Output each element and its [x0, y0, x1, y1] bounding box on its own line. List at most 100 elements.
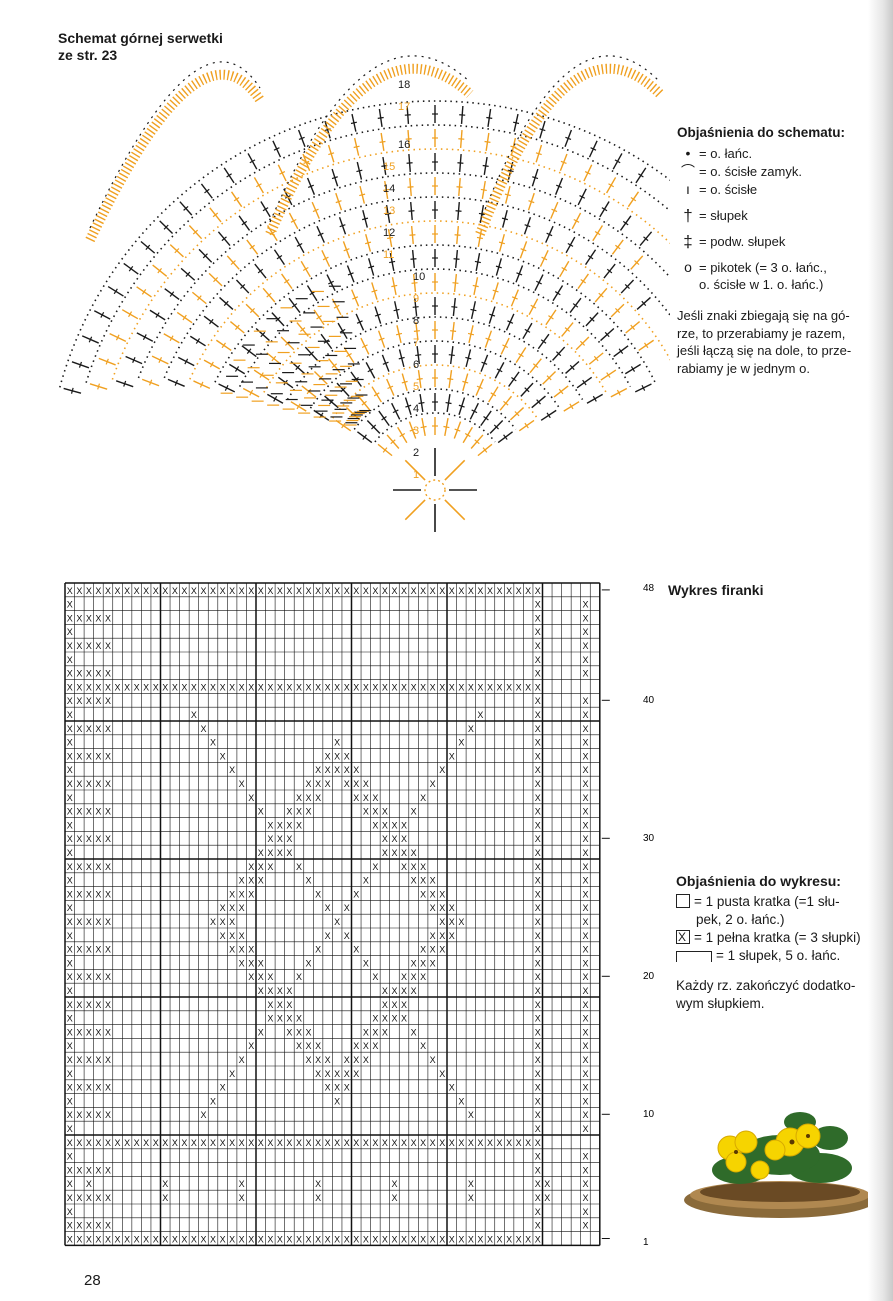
filled-cell-mark: X [544, 1179, 550, 1189]
filled-cell-mark: X [439, 765, 445, 775]
filled-cell-mark: X [535, 1110, 541, 1120]
filled-cell-mark: X [239, 1138, 245, 1148]
filled-cell-mark: X [258, 682, 264, 692]
filled-cell-mark: X [363, 958, 369, 968]
legend-full-cell: = 1 pełna kratka (= 3 słupki) [676, 929, 891, 947]
row-labels: 48 40 30 20 10 1 [643, 583, 655, 1248]
crochet-motif-diagram: 123456789101112131415161718 [50, 20, 670, 560]
filled-cell-mark: X [439, 889, 445, 899]
filled-cell-mark: X [76, 1221, 82, 1231]
filled-cell-mark: X [372, 586, 378, 596]
filled-cell-mark: X [306, 1041, 312, 1051]
filled-cell-mark: X [535, 779, 541, 789]
filled-cell-mark: X [506, 682, 512, 692]
filled-cell-mark: X [95, 1221, 101, 1231]
filled-cell-mark: X [277, 1014, 283, 1024]
filled-cell-mark: X [420, 1138, 426, 1148]
filled-cell-mark: X [95, 917, 101, 927]
filled-cell-mark: X [372, 862, 378, 872]
filled-cell-mark: X [67, 1041, 73, 1051]
filled-cell-mark: X [315, 793, 321, 803]
grid-filled-cells: X X X X X X X X X X X X X X X X X X X X X X X X X X X X X X X X X X X X X X X X… [67, 586, 589, 1245]
filled-cell-mark: X [535, 848, 541, 858]
filled-cell-mark: X [296, 1234, 302, 1244]
filled-cell-mark: X [191, 682, 197, 692]
filled-cell-mark: X [535, 862, 541, 872]
filled-cell-mark: X [258, 807, 264, 817]
filled-cell-mark: X [86, 1165, 92, 1175]
filled-cell-mark: X [67, 807, 73, 817]
filet-chart-grid: X X X X X X X X X X X X X X X X X X X X X X X X X X X X X X X X X X X X X X X X… [60, 578, 660, 1258]
filled-cell-mark: X [535, 1165, 541, 1175]
filled-cell-mark: X [582, 820, 588, 830]
motif-legend-heading: Objaśnienia do schematu: [677, 124, 889, 141]
row-label-30: 30 [643, 833, 655, 844]
filled-cell-mark: X [382, 1234, 388, 1244]
filled-cell-mark: X [95, 1110, 101, 1120]
filled-cell-mark: X [86, 586, 92, 596]
round-number-label: 7 [413, 337, 419, 349]
filled-cell-mark: X [67, 1179, 73, 1189]
filled-cell-mark: X [67, 627, 73, 637]
filled-cell-mark: X [95, 586, 101, 596]
motif-legend-note: Jeśli znaki zbiegają się na gó- rze, to … [677, 307, 889, 377]
filled-cell-mark: X [286, 848, 292, 858]
filled-cell-mark: X [334, 738, 340, 748]
filled-cell-mark: X [382, 1000, 388, 1010]
filled-cell-mark: X [582, 972, 588, 982]
filled-cell-mark: X [105, 889, 111, 899]
filled-cell-mark: X [277, 586, 283, 596]
filled-cell-mark: X [411, 848, 417, 858]
filled-cell-mark: X [306, 876, 312, 886]
filled-cell-mark: X [67, 1221, 73, 1231]
filled-cell-mark: X [153, 1138, 159, 1148]
filled-cell-mark: X [401, 1000, 407, 1010]
filled-cell-mark: X [382, 834, 388, 844]
filled-cell-mark: X [162, 682, 168, 692]
filled-cell-mark: X [382, 807, 388, 817]
filled-cell-mark: X [582, 917, 588, 927]
filled-cell-mark: X [411, 1138, 417, 1148]
filled-square-icon [676, 930, 690, 944]
filled-cell-mark: X [468, 682, 474, 692]
filled-cell-mark: X [67, 793, 73, 803]
filled-cell-mark: X [430, 779, 436, 789]
filled-cell-mark: X [449, 586, 455, 596]
filled-cell-mark: X [67, 1000, 73, 1010]
filled-cell-mark: X [248, 876, 254, 886]
filled-cell-mark: X [391, 586, 397, 596]
filled-cell-mark: X [67, 1110, 73, 1120]
filled-cell-mark: X [582, 1083, 588, 1093]
filled-cell-mark: X [153, 682, 159, 692]
filled-cell-mark: X [582, 1110, 588, 1120]
filled-cell-mark: X [162, 1234, 168, 1244]
filled-cell-mark: X [430, 903, 436, 913]
filled-cell-mark: X [277, 834, 283, 844]
filled-cell-mark: X [372, 820, 378, 830]
filled-cell-mark: X [353, 1234, 359, 1244]
legend-item-picot: o = pikotek (= 3 o. łańc., o. ścisłe w 1… [677, 259, 889, 293]
filled-cell-mark: X [420, 586, 426, 596]
round-number-label: 12 [383, 227, 395, 239]
filled-cell-mark: X [210, 1234, 216, 1244]
filled-cell-mark: X [516, 1138, 522, 1148]
filled-cell-mark: X [76, 613, 82, 623]
filled-cell-mark: X [315, 1193, 321, 1203]
filled-cell-mark: X [306, 586, 312, 596]
filled-cell-mark: X [258, 848, 264, 858]
filled-cell-mark: X [334, 682, 340, 692]
filled-cell-mark: X [315, 889, 321, 899]
filled-cell-mark: X [67, 958, 73, 968]
filled-cell-mark: X [105, 1110, 111, 1120]
filled-cell-mark: X [382, 1027, 388, 1037]
filled-cell-mark: X [143, 586, 149, 596]
filled-cell-mark: X [286, 1014, 292, 1024]
filled-cell-mark: X [391, 1193, 397, 1203]
filled-cell-mark: X [344, 751, 350, 761]
filled-cell-mark: X [497, 586, 503, 596]
filled-cell-mark: X [239, 1179, 245, 1189]
filled-cell-mark: X [344, 931, 350, 941]
filled-cell-mark: X [200, 1110, 206, 1120]
filled-cell-mark: X [105, 682, 111, 692]
filled-cell-mark: X [95, 751, 101, 761]
